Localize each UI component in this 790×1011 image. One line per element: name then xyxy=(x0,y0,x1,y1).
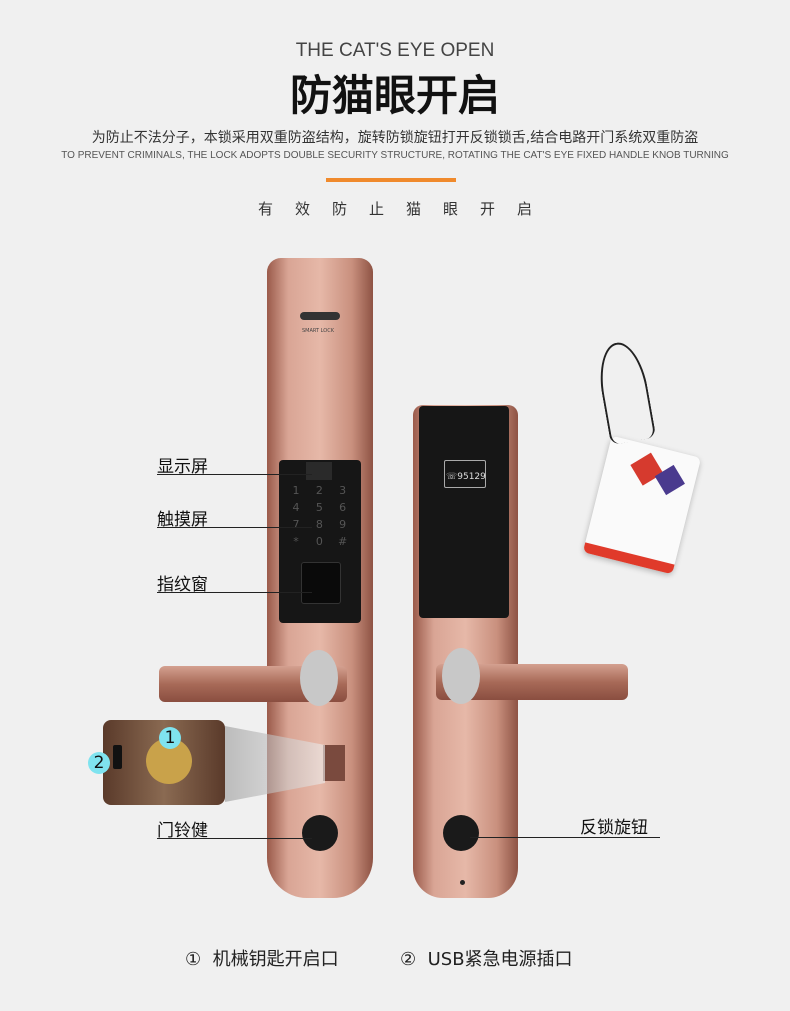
keypad-key[interactable]: 1 xyxy=(292,484,300,497)
key-card xyxy=(582,435,702,575)
keypad: 1 2 3 4 5 6 7 8 9 * 0 # xyxy=(286,484,356,548)
legend-text-2: USB紧急电源插口 xyxy=(427,949,573,970)
keypad-key[interactable]: 2 xyxy=(315,484,323,497)
keypad-key[interactable]: 7 xyxy=(292,518,300,531)
keyhole-dot xyxy=(460,880,465,885)
keypad-key[interactable]: 8 xyxy=(315,518,323,531)
service-phone: ☏95129 xyxy=(446,472,486,482)
legend-item-2: ② USB紧急电源插口 xyxy=(400,945,573,971)
battery-cover xyxy=(419,406,509,618)
label-doorbell: 门铃健 xyxy=(157,821,208,841)
keypad-key[interactable]: 6 xyxy=(339,501,347,514)
fingerprint-window[interactable] xyxy=(301,562,341,604)
badge-1: 1 xyxy=(159,727,181,749)
leader-display xyxy=(157,474,312,475)
legend-item-1: ① 机械钥匙开启口 xyxy=(185,945,339,971)
back-handle-rose xyxy=(442,648,480,704)
legend-num-2: ② xyxy=(400,949,417,970)
label-fingerprint: 指纹窗 xyxy=(157,575,208,595)
slogan: 有效防止猫眼开启 xyxy=(257,200,554,218)
description-cn: 为防止不法分子，本锁采用双重防盗结构，旋转防锁旋钮打开反锁锁舌,结合电路开门系统… xyxy=(91,130,699,146)
smart-lock-text: SMART LOCK xyxy=(302,328,334,334)
card-stripe xyxy=(582,542,675,575)
card-lanyard xyxy=(593,338,657,446)
keypad-key[interactable]: 3 xyxy=(339,484,347,497)
label-display: 显示屏 xyxy=(157,457,208,477)
leader-knob xyxy=(470,837,660,838)
leader-doorbell xyxy=(157,838,312,839)
doorbell-button[interactable] xyxy=(302,815,338,851)
display-screen xyxy=(306,462,332,480)
keypad-key[interactable]: 9 xyxy=(339,518,347,531)
keypad-key[interactable]: 0 xyxy=(315,535,323,548)
legend-num-1: ① xyxy=(185,949,202,970)
keypad-key[interactable]: 5 xyxy=(315,501,323,514)
label-touchscreen: 触摸屏 xyxy=(157,510,208,530)
keypad-key[interactable]: 4 xyxy=(292,501,300,514)
service-badge xyxy=(444,460,486,488)
usb-port xyxy=(113,745,122,769)
accent-divider xyxy=(326,178,456,182)
front-handle-rose xyxy=(300,650,338,706)
title-en: THE CAT'S EYE OPEN xyxy=(295,40,495,61)
keypad-key[interactable]: # xyxy=(338,535,348,548)
leader-fingerprint xyxy=(157,592,312,593)
legend-text-1: 机械钥匙开启口 xyxy=(212,949,339,970)
anti-lock-knob[interactable] xyxy=(443,815,479,851)
badge-2: 2 xyxy=(88,752,110,774)
description-en: TO PREVENT CRIMINALS, THE LOCK ADOPTS DO… xyxy=(61,150,729,161)
label-knob: 反锁旋钮 xyxy=(580,818,648,838)
keypad-key[interactable]: * xyxy=(293,535,299,548)
key-cover xyxy=(323,745,345,781)
leader-touchscreen xyxy=(157,527,312,528)
brand-logo xyxy=(300,312,340,320)
title-cn: 防猫眼开启 xyxy=(289,71,500,120)
